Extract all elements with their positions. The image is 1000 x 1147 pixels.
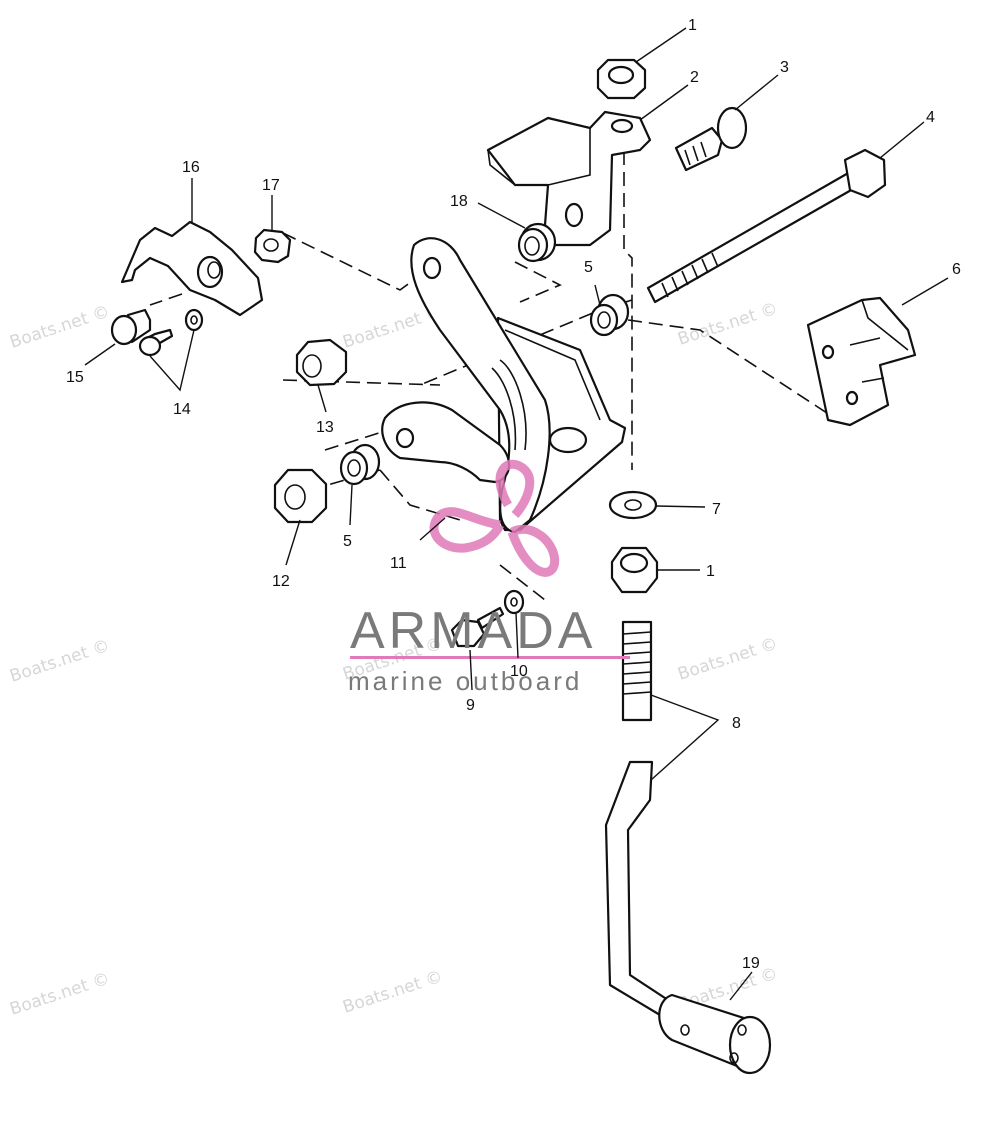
part-4-long-bolt — [646, 148, 887, 304]
watermark-text: Boats.net © — [7, 636, 112, 687]
callout-11: 11 — [390, 555, 407, 572]
part-6-plate — [806, 296, 917, 427]
callout-13: 13 — [316, 419, 334, 436]
callout-18: 18 — [450, 193, 468, 210]
callout-3: 3 — [780, 59, 789, 76]
logo-petal — [495, 459, 535, 518]
logo-petal — [429, 507, 505, 553]
brand-tagline: marine outboard — [348, 666, 582, 696]
part-9-screw — [450, 606, 505, 648]
part-8-shift-rod — [604, 620, 670, 1017]
brand-name: ARMADA — [350, 602, 596, 660]
watermark-text: Boats.net © — [340, 967, 445, 1018]
part-16-clip — [120, 220, 264, 317]
part-3-screw — [674, 106, 748, 172]
callout-12: 12 — [272, 573, 290, 590]
leader-lines — [84, 27, 949, 1001]
callout-7: 7 — [712, 501, 721, 518]
watermark-text: Boats.net © — [675, 299, 780, 350]
part-19-sleeve — [658, 993, 772, 1075]
part-1-nut-top — [596, 58, 647, 100]
callout-15: 15 — [66, 369, 84, 386]
callout-6: 6 — [952, 261, 961, 278]
brand-underline — [350, 656, 630, 659]
part-13-nut — [295, 338, 348, 387]
callout-17: 17 — [262, 177, 280, 194]
part-1-nut-mid — [610, 546, 659, 594]
callout-5-right: 5 — [584, 259, 593, 276]
part-12-nut — [273, 468, 328, 524]
part-5-washer-right — [589, 293, 630, 337]
callout-14: 14 — [173, 401, 191, 418]
callout-5-left: 5 — [343, 533, 352, 550]
part-14-screw-washer — [138, 308, 204, 357]
callout-labels: 1 2 3 4 5 6 7 1 8 9 10 11 12 5 13 14 15 … — [66, 17, 961, 972]
part-15-pin — [110, 308, 152, 346]
watermark-text: Boats.net © — [675, 634, 780, 685]
callout-1-top: 1 — [688, 17, 697, 34]
callout-9: 9 — [466, 697, 475, 714]
callout-4: 4 — [926, 109, 935, 126]
callout-16: 16 — [182, 159, 200, 176]
part-18-bushing — [517, 222, 557, 263]
callout-2: 2 — [690, 69, 699, 86]
part-5-washer-left — [339, 443, 381, 486]
callout-19: 19 — [742, 955, 760, 972]
watermark-text: Boats.net © — [7, 302, 112, 353]
armada-logo — [429, 459, 560, 577]
watermark-text: Boats.net © — [7, 969, 112, 1020]
part-17-small-nut — [253, 228, 292, 264]
part-10-washer — [503, 589, 525, 615]
callout-8: 8 — [732, 715, 741, 732]
part-7-washer — [608, 490, 658, 520]
logo-petal — [507, 524, 560, 577]
callout-10: 10 — [510, 663, 528, 680]
callout-1-mid: 1 — [706, 563, 715, 580]
part-2-bracket — [486, 110, 652, 247]
